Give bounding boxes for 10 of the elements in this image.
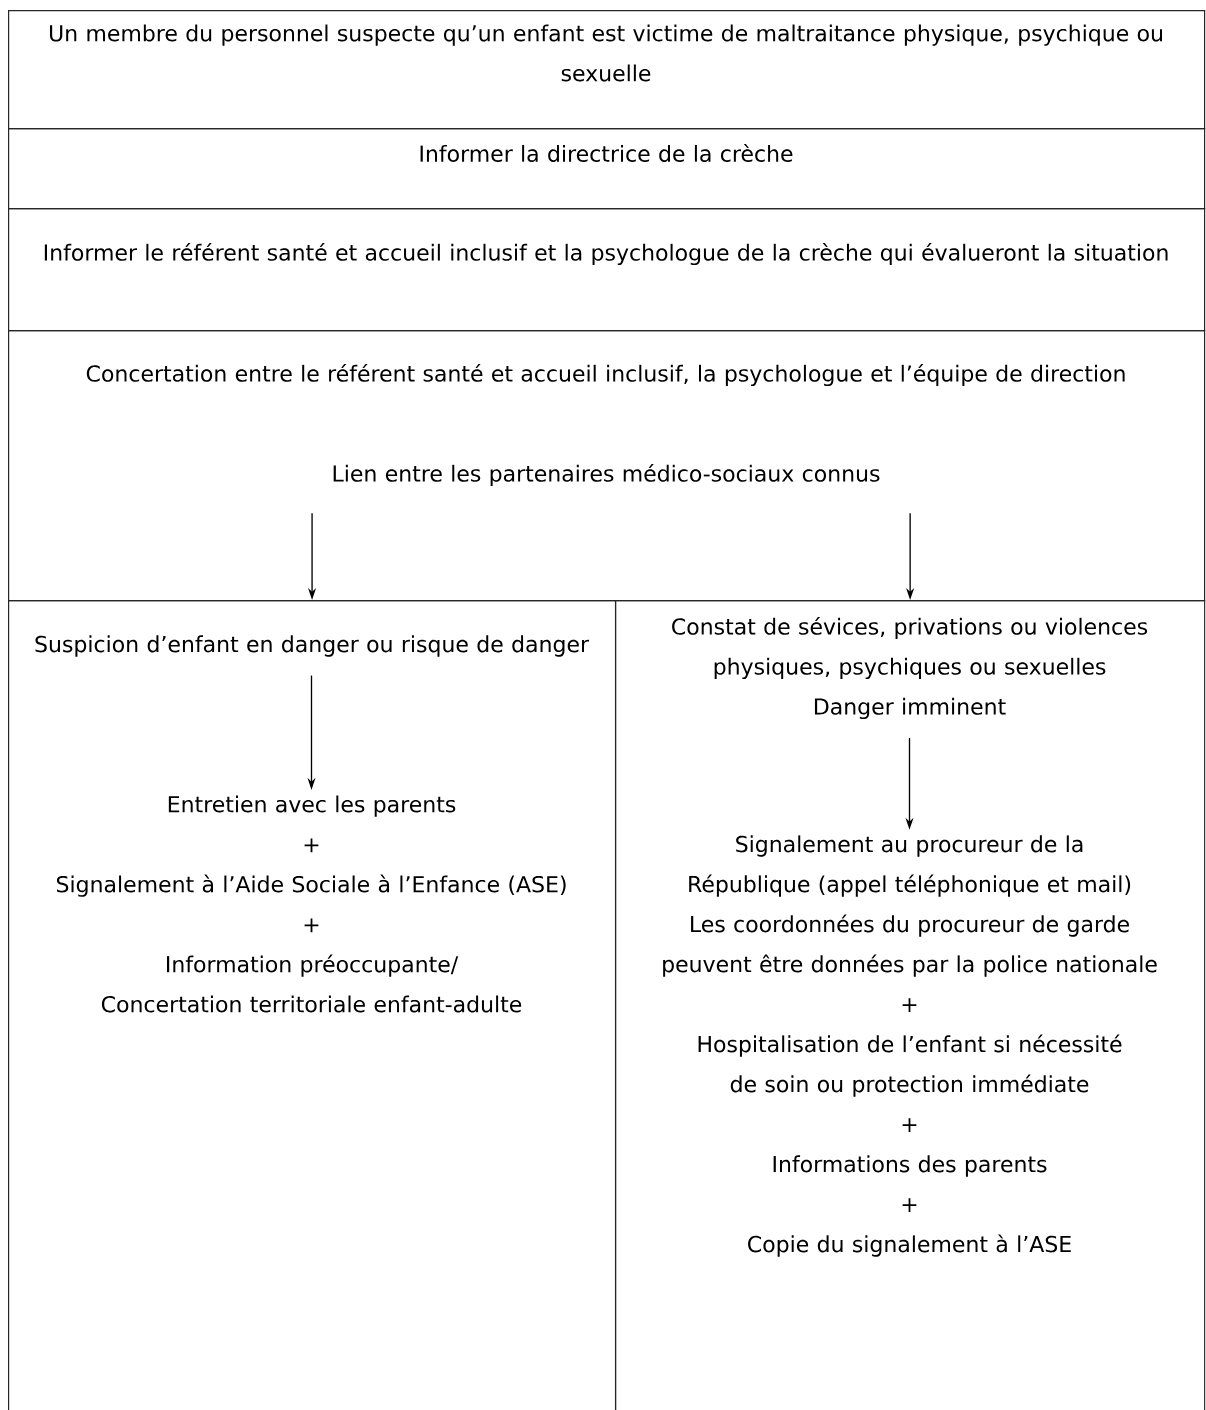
flow-text: Entretien avec les parents + Signalement à l’Aide Sociale à l’Enfance (ASE) + Information préoccupante/ Concertation territoriale enfant-adulte [56, 795, 566, 1013]
table-cell [8, 600, 617, 1410]
flow-text: Suspicion d’enfant en danger ou risque de danger [35, 635, 590, 657]
table-cell: Concertation entre le référent santé et accueil inclusif, la psychologue et l’équipe de direction Lien entre les partenaires médico-sociaux connus [8, 330, 1206, 602]
table-cell: Un membre du personnel suspecte qu’un enfant est victime de maltraitance physique, psychique ou sexuelle [8, 10, 1206, 130]
flow-text: Constat de sévices, privations ou violences physiques, psychiques ou sexuelles Danger imminent [672, 616, 1148, 720]
table-cell [615, 600, 1206, 1410]
flow-text: Signalement au procureur de la République (appel téléphonique et mail) Les coordonnées du procureur de garde peuvent être données par la police nationale + Hospitalisation de l’enfant si nécessité de soin ou protection immédiate + Informations des parents + Copie du signalement à l’ASE [663, 835, 1157, 1257]
table-cell: Informer le référent santé et accueil inclusif et la psychologue de la crèche qui évalueront la situation [8, 208, 1206, 332]
table-cell: Informer la directrice de la crèche [8, 128, 1206, 210]
